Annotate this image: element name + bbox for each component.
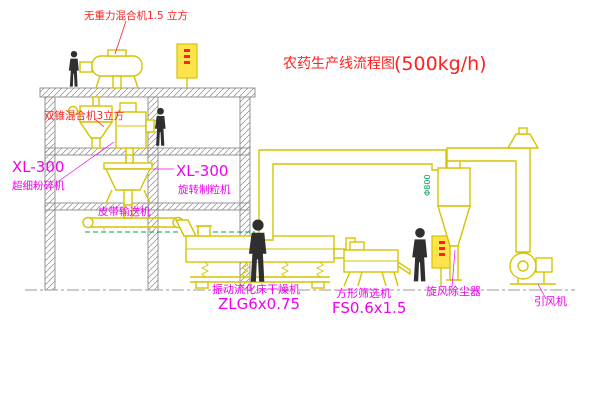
label-sieve-name: 方形筛选机 (336, 286, 391, 300)
leader-line (114, 20, 127, 55)
slab-mid (44, 147, 251, 156)
fine-mill (115, 102, 155, 163)
label-cone-mixer: 双锥混合机3立方 (44, 109, 124, 122)
worker-figure (412, 228, 428, 282)
dryer-exhaust-duct (258, 149, 447, 241)
column-left (44, 96, 56, 291)
label-cyclone-name: 旋风除尘器 (426, 284, 481, 298)
slab-top (39, 87, 256, 98)
label-cyclone-dim: Φ800 (423, 174, 432, 196)
leader-line (55, 141, 115, 184)
induced-draft-fan (509, 252, 556, 285)
label-granulator-model: XL-300 (176, 162, 228, 180)
leader-line (537, 283, 547, 300)
label-fan-name: 引风机 (534, 294, 567, 308)
gravity-free-mixer (79, 49, 143, 107)
label-dryer-model: ZLG6x0.75 (218, 295, 300, 313)
control-cabinet-1 (176, 43, 198, 88)
double-cone-mixer (67, 105, 114, 149)
rotary-granulator (103, 154, 153, 206)
exhaust-stack-cap (506, 127, 540, 149)
label-mill-model: XL-300 (12, 158, 64, 176)
label-conveyor: 皮带输送机 (98, 205, 151, 218)
label-granulator-name: 旋转制粒机 (178, 183, 231, 196)
leader-line (451, 249, 456, 288)
slab-low (44, 202, 251, 211)
label-mill-name: 超细粉碎机 (12, 179, 65, 192)
label-dryer-name: 振动流化床干燥机 (212, 282, 300, 296)
diagram-title: 农药生产线流程图 (283, 56, 395, 72)
building-structure (25, 87, 575, 291)
worker-figure (68, 51, 79, 87)
label-gravity-mixer: 无重力混合机1.5 立方 (84, 9, 188, 22)
leader-line (95, 119, 105, 128)
label-sieve-model: FS0.6x1.5 (332, 299, 406, 317)
diagram-capacity: (500kg/h) (394, 53, 487, 75)
square-sieve (343, 241, 411, 287)
